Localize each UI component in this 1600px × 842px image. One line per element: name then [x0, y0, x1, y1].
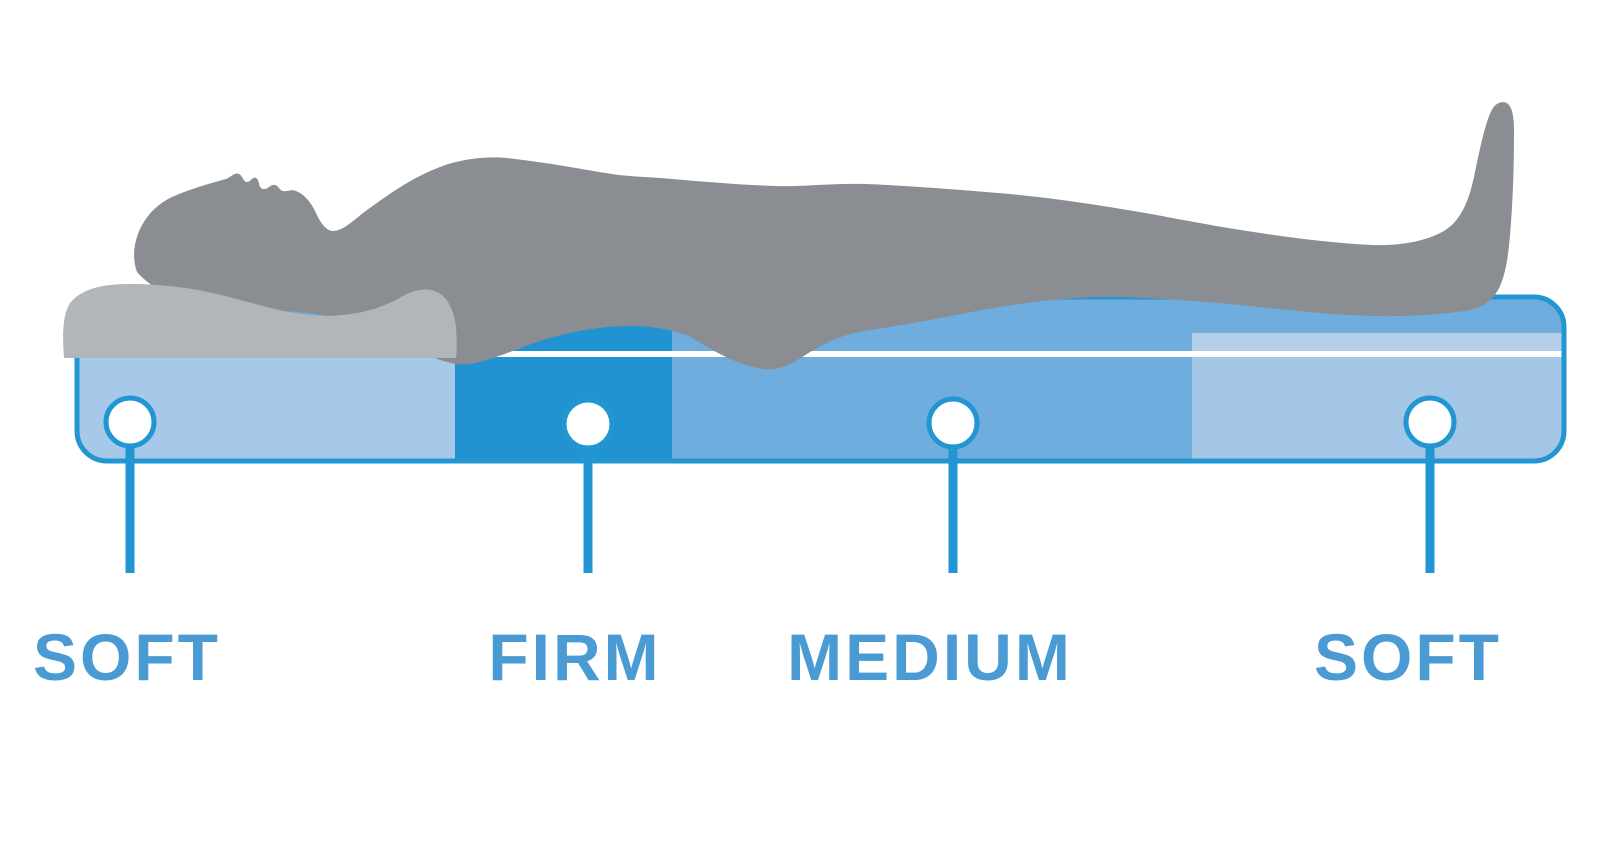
pillow — [63, 284, 457, 358]
zone-soft-right-top-band — [1192, 333, 1564, 351]
mattress-seam-line — [77, 351, 1564, 357]
zone-label-medium: MEDIUM — [787, 620, 1073, 694]
pin-circle — [561, 397, 615, 451]
pin-stem — [583, 430, 593, 573]
pin-stem — [125, 430, 135, 573]
pin-marker-medium — [926, 396, 980, 573]
pin-marker-firm — [561, 397, 615, 573]
zone-label-firm: FIRM — [488, 620, 661, 694]
zone-label-soft-left: SOFT — [33, 620, 221, 694]
pin-marker-soft-right — [1403, 395, 1457, 573]
zone-label-soft-right: SOFT — [1314, 620, 1502, 694]
pin-stem — [1425, 430, 1435, 573]
pin-stem — [948, 430, 958, 573]
pin-circle — [1403, 395, 1457, 449]
pin-marker-soft-left — [103, 395, 157, 573]
pin-circle — [103, 395, 157, 449]
pin-circle — [926, 396, 980, 450]
body-silhouette — [134, 102, 1515, 370]
